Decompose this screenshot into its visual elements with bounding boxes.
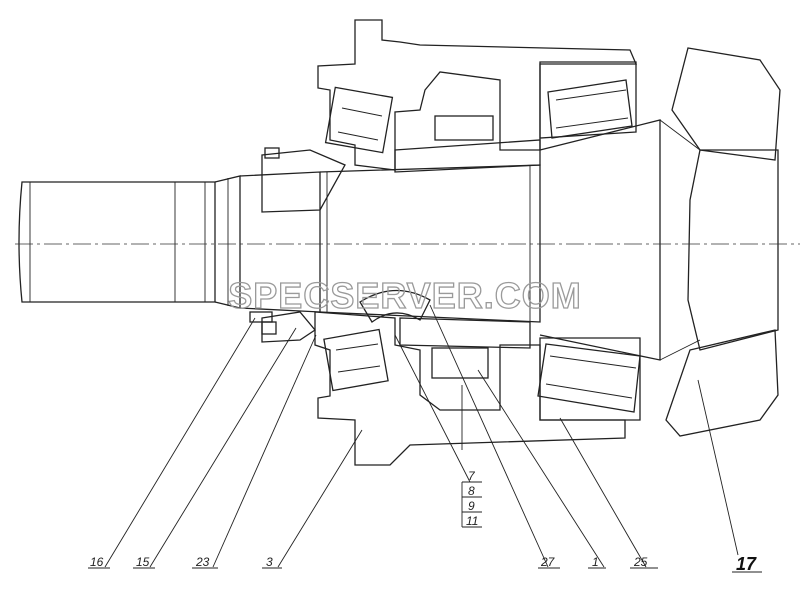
- bevel-gear: [659, 47, 781, 437]
- callout-16: 16: [90, 555, 104, 569]
- shaft-end: [18, 175, 241, 309]
- leader-lines: [88, 304, 762, 573]
- callout-23: 23: [195, 555, 210, 569]
- callout-11: 11: [466, 514, 478, 528]
- watermark-text: SPECSERVER.COM: [228, 275, 581, 316]
- lower-housing: [261, 289, 641, 466]
- callout-3: 3: [266, 555, 273, 569]
- callout-17: 17: [736, 554, 757, 574]
- callout-15: 15: [136, 555, 150, 569]
- callout-1: 1: [592, 555, 599, 569]
- callout-8: 8: [468, 484, 475, 498]
- callout-27: 27: [540, 555, 556, 569]
- seal-details: [249, 147, 463, 450]
- callout-labels: 16 15 23 3 7 8 9 11 27 1 25 17: [90, 469, 757, 574]
- callout-25: 25: [633, 555, 648, 569]
- upper-housing: [261, 19, 637, 213]
- callout-7: 7: [468, 469, 476, 483]
- main-shaft: [239, 119, 661, 361]
- callout-9: 9: [468, 499, 475, 513]
